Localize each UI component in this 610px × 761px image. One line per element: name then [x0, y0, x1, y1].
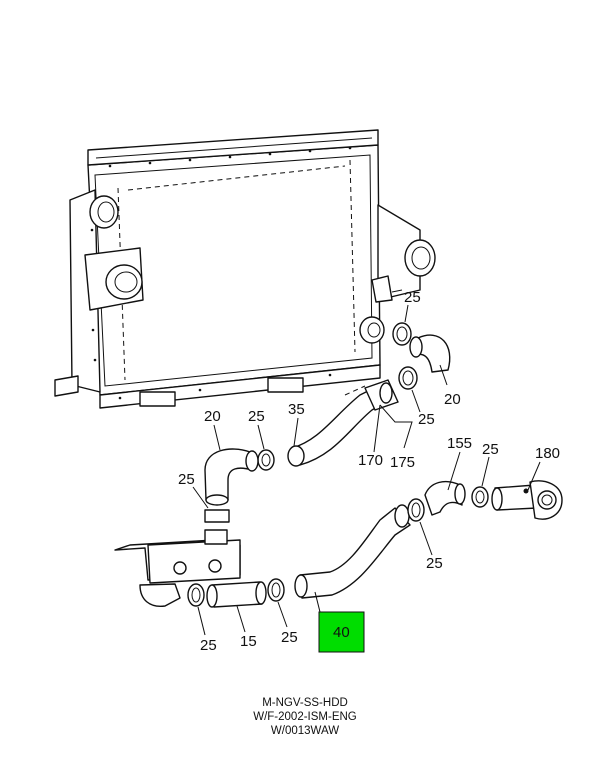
callout-40[interactable]: 40 [333, 624, 350, 641]
lower-manifold [114, 529, 285, 608]
callout-25-top[interactable]: 25 [404, 289, 421, 306]
callout-180[interactable]: 180 [535, 445, 560, 462]
callout-15[interactable]: 15 [240, 633, 257, 650]
leader-lines [192, 304, 541, 636]
callout-20-left[interactable]: 20 [204, 408, 221, 425]
long-lower-hose [294, 498, 425, 599]
caption-line-2: W/F-2002-ISM-ENG [253, 711, 357, 723]
callout-25-a[interactable]: 25 [248, 408, 265, 425]
highlight-box-40[interactable] [318, 611, 365, 653]
caption-line-1: M-NGV-SS-HDD [262, 697, 348, 709]
callout-25-bottom-mid[interactable]: 25 [281, 629, 298, 646]
callout-25-mid[interactable]: 25 [418, 411, 435, 428]
callout-155[interactable]: 155 [447, 435, 472, 452]
caption-line-3: W/0013WAW [270, 725, 340, 737]
callout-175[interactable]: 175 [390, 454, 415, 471]
radiator-assembly [54, 129, 436, 409]
callout-25-right-low[interactable]: 25 [426, 555, 443, 572]
upper-long-hose [257, 379, 399, 471]
left-elbow-hose [204, 448, 259, 523]
right-elbow-fitting [424, 480, 563, 520]
callout-35[interactable]: 35 [288, 401, 305, 418]
upper-right-hose [392, 322, 451, 390]
callout-25-bottom-left[interactable]: 25 [200, 637, 217, 654]
callout-20-right[interactable]: 20 [444, 391, 461, 408]
callout-25-b[interactable]: 25 [482, 441, 499, 458]
callout-170[interactable]: 170 [358, 452, 383, 469]
callout-25-left[interactable]: 25 [178, 471, 195, 488]
